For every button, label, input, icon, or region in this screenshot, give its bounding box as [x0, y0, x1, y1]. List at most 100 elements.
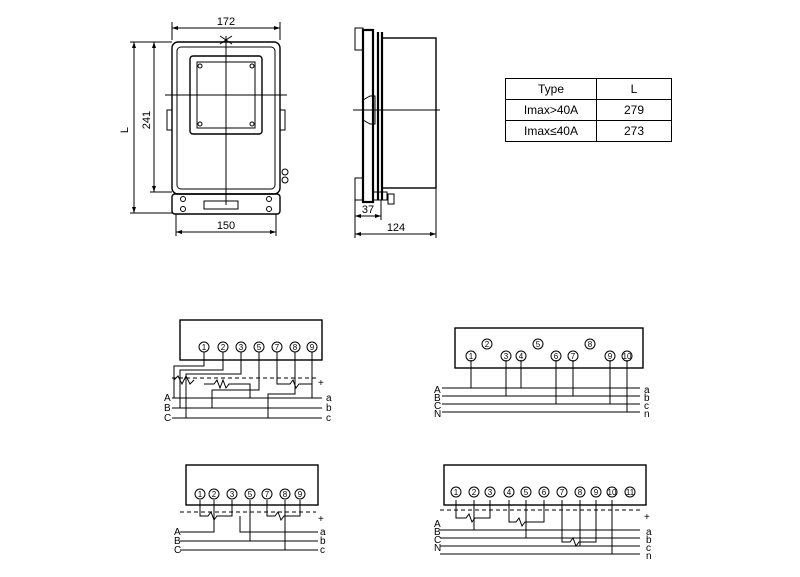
- terminal-number: 1: [198, 490, 203, 499]
- terminal-number: 3: [230, 490, 235, 499]
- terminal-number: 4: [507, 488, 512, 497]
- terminal-number: 2: [485, 340, 490, 349]
- terminal-number: 2: [212, 490, 217, 499]
- terminal-number: 2: [472, 488, 477, 497]
- terminal-number: 8: [578, 488, 583, 497]
- terminal-2: 2: [481, 338, 493, 350]
- terminal-number: 1: [454, 488, 459, 497]
- terminal-4: 4: [503, 486, 515, 498]
- terminal-number: 5: [536, 340, 541, 349]
- terminal-number: 8: [283, 490, 288, 499]
- terminal-1: 1: [198, 341, 210, 353]
- terminal-2: 2: [468, 486, 480, 498]
- terminal-8: 8: [279, 488, 291, 500]
- phase-label-N: N: [434, 409, 441, 420]
- terminal-9: 9: [306, 341, 318, 353]
- phase-label-C: C: [174, 545, 181, 556]
- dim-172: 172: [217, 16, 235, 28]
- d4-polarity: +: [644, 512, 650, 523]
- spec-table-header: Type L: [505, 78, 672, 100]
- load-label-n: n: [644, 409, 650, 420]
- terminal-number: 4: [519, 352, 524, 361]
- terminal-9: 9: [590, 486, 602, 498]
- spec-cell-type: Imax≤40A: [505, 120, 597, 142]
- terminal-number: 9: [298, 490, 303, 499]
- phase-label-C: C: [434, 401, 441, 412]
- terminal-number: 3: [488, 488, 493, 497]
- terminal-5: 5: [520, 486, 532, 498]
- spec-header-l: L: [596, 78, 672, 100]
- terminal-number: 8: [293, 343, 298, 352]
- terminal-9: 9: [294, 488, 306, 500]
- terminal-number: 5: [257, 343, 262, 352]
- terminal-8: 8: [584, 338, 596, 350]
- terminal-number: 6: [554, 352, 559, 361]
- terminal-1: 1: [194, 488, 206, 500]
- load-label-b: b: [320, 536, 326, 547]
- terminal-number: 6: [542, 488, 547, 497]
- terminal-10: 10: [606, 486, 618, 498]
- load-label-b: b: [646, 535, 652, 546]
- phase-label-B: B: [174, 536, 181, 547]
- spec-cell-l: 279: [596, 99, 672, 121]
- load-label-a: a: [320, 527, 326, 538]
- terminal-number: 8: [588, 340, 593, 349]
- phase-label-B: B: [164, 403, 171, 414]
- terminal-9: 9: [604, 350, 616, 362]
- phase-label-N: N: [434, 543, 441, 554]
- terminal-10: 10: [621, 350, 633, 362]
- terminal-number: 10: [623, 352, 632, 361]
- terminal-7: 7: [271, 341, 283, 353]
- spec-table: Type L Imax>40A 279 Imax≤40A 273: [505, 78, 672, 142]
- load-label-c: c: [644, 401, 649, 412]
- d3-polarity: +: [318, 514, 324, 525]
- front-view: 172 L 241: [119, 16, 289, 236]
- terminal-number: 3: [504, 352, 509, 361]
- load-label-n: n: [646, 551, 652, 562]
- terminal-2: 2: [217, 341, 229, 353]
- terminal-8: 8: [574, 486, 586, 498]
- phase-label-C: C: [164, 413, 171, 424]
- phase-label-A: A: [434, 519, 441, 530]
- terminal-3: 3: [235, 341, 247, 353]
- terminal-number: 9: [310, 343, 315, 352]
- spec-cell-l: 273: [596, 120, 672, 142]
- dim-150: 150: [217, 220, 235, 232]
- terminal-8: 8: [289, 341, 301, 353]
- terminal-5: 5: [532, 338, 544, 350]
- spec-header-type: Type: [505, 78, 597, 100]
- terminal-6: 6: [550, 350, 562, 362]
- phase-label-A: A: [174, 527, 181, 538]
- terminal-4: 4: [515, 350, 527, 362]
- phase-label-B: B: [434, 527, 441, 538]
- dim-241: 241: [141, 111, 153, 129]
- terminal-2: 2: [208, 488, 220, 500]
- terminal-number: 1: [469, 352, 474, 361]
- terminal-5: 5: [244, 488, 256, 500]
- terminal-1: 1: [465, 350, 477, 362]
- spec-table-row: Imax>40A 279: [505, 99, 672, 121]
- terminal-number: 5: [524, 488, 529, 497]
- load-label-a: a: [326, 393, 332, 404]
- terminal-5: 5: [253, 341, 265, 353]
- load-label-b: b: [326, 403, 332, 414]
- terminal-number: 7: [275, 343, 280, 352]
- load-label-c: c: [646, 543, 651, 554]
- load-label-c: c: [320, 545, 325, 556]
- terminal-3: 3: [226, 488, 238, 500]
- phase-label-A: A: [434, 385, 441, 396]
- load-label-c: c: [326, 413, 331, 424]
- phase-label-A: A: [164, 393, 171, 404]
- load-label-a: a: [646, 527, 652, 538]
- terminal-number: 5: [248, 490, 253, 499]
- terminal-11: 11: [624, 486, 636, 498]
- spec-cell-type: Imax>40A: [505, 99, 597, 121]
- phase-label-B: B: [434, 393, 441, 404]
- load-label-b: b: [644, 393, 650, 404]
- terminal-number: 11: [626, 488, 635, 497]
